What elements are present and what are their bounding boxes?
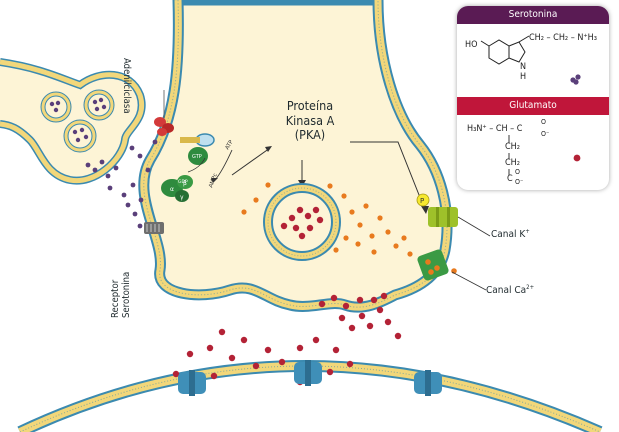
adenilciclasa-enzyme: [154, 90, 174, 136]
pka-line-1: Proteína: [286, 98, 334, 113]
cyclase-patch: [180, 133, 215, 147]
pka-line-2: Kinasa A: [285, 112, 335, 128]
phosphate-label: P: [420, 197, 424, 205]
glutamato-c: C: [507, 174, 513, 184]
serotonina-chain: CH₂ – CH₂ – N⁺H₃: [529, 33, 598, 43]
beta-label: β: [183, 180, 187, 187]
glutamato-structure: [508, 135, 581, 175]
receptor-line-2: Serotonina: [121, 271, 132, 318]
ca-channel: [417, 249, 487, 291]
released-glutamate: [172, 292, 402, 386]
presynaptic-terminal: [138, 0, 453, 313]
glutamato-ch2-b: CH₂: [505, 158, 520, 168]
ampc-label: AMPc: [208, 173, 219, 189]
gamma-label: γ: [180, 194, 184, 201]
atp-to-ampc: ATP AMPc: [208, 139, 235, 189]
serotonin-vesicles: [40, 89, 158, 217]
canal-ca-label: Canal Ca2+: [486, 284, 535, 296]
k-channel: P: [416, 193, 491, 237]
serotonina-h: H: [520, 72, 527, 82]
alpha-label: α: [170, 186, 174, 193]
serotonina-n: N: [520, 62, 527, 72]
pka-label: Proteína Kinasa A (PKA): [271, 98, 349, 143]
serotonina-structure: [480, 35, 581, 85]
glutamato-o-top: O: [541, 118, 546, 126]
receptor-serotonina-label: Receptor Serotonina: [110, 272, 132, 318]
atp-label: ATP: [225, 139, 236, 151]
serotonin-receptor: [137, 222, 164, 234]
legend-serotonina-title: Serotonina: [457, 6, 609, 24]
glutamate-vesicle: [263, 183, 341, 261]
gtp-label: GTP: [192, 154, 202, 160]
receptor-line-1: Receptor: [110, 279, 121, 318]
adenilciclasa-label: Adenilciclasa: [121, 58, 132, 114]
legend-glutamato-title: Glutamato: [457, 97, 609, 115]
postsynaptic-channels: [178, 360, 442, 396]
pka-line-3: (PKA): [294, 127, 326, 142]
glutamato-ch2-a: CH₂: [505, 142, 520, 152]
serotonina-ho: HO: [465, 40, 478, 50]
glutamato-o2-top: O: [515, 168, 520, 176]
canal-k-label: Canal K+: [491, 228, 530, 240]
legend-panel: Serotonina HO CH₂ – CH₂ – N⁺H₃ N H Gluta…: [457, 6, 609, 190]
pka-arrows: [231, 141, 429, 214]
g-protein: α β γ GTP GDP: [161, 147, 208, 202]
glutamato-o2-bottom: O⁻: [515, 178, 524, 186]
gdp-label: GDP: [178, 179, 188, 185]
glutamato-line-1: H₃N⁺ – CH – C: [467, 124, 523, 134]
glutamato-o-bottom: O⁻: [541, 130, 550, 138]
